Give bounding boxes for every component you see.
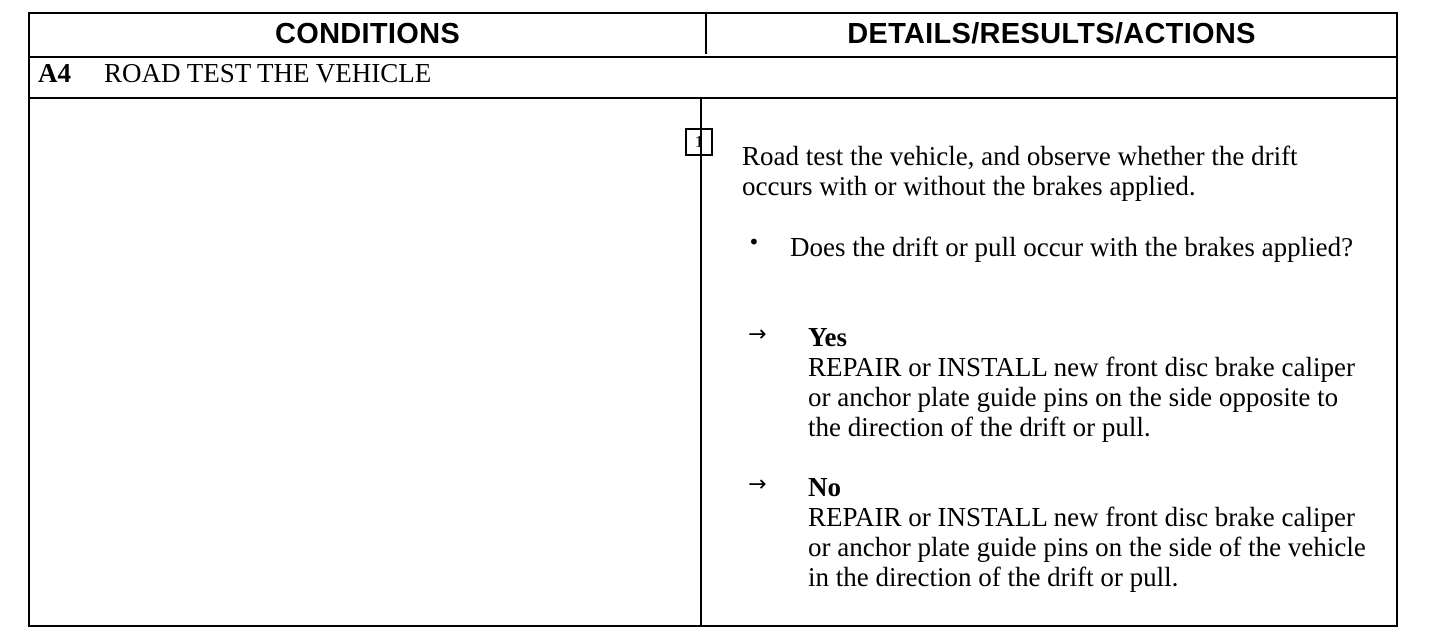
step-id: A4 <box>38 58 71 88</box>
table-header-row: CONDITIONS DETAILS/RESULTS/ACTIONS <box>30 14 1396 58</box>
step-title-row: A4 ROAD TEST THE VEHICLE <box>30 56 1396 99</box>
action-instruction: Road test the vehicle, and observe wheth… <box>742 141 1298 201</box>
column-divider <box>700 99 702 625</box>
action-question: Does the drift or pull occur with the br… <box>790 232 1354 262</box>
answer-yes-text: REPAIR or INSTALL new front disc brake c… <box>808 352 1355 442</box>
answer-no-label: No <box>808 472 841 502</box>
answer-no-text: REPAIR or INSTALL new front disc brake c… <box>808 502 1366 592</box>
arrow-right-icon: → <box>748 322 767 347</box>
answer-no: No REPAIR or INSTALL new front disc brak… <box>808 472 1368 592</box>
diagnostic-table: CONDITIONS DETAILS/RESULTS/ACTIONS A4 RO… <box>28 12 1398 627</box>
answer-yes: Yes REPAIR or INSTALL new front disc bra… <box>808 322 1368 442</box>
details-header: DETAILS/RESULTS/ACTIONS <box>847 17 1256 50</box>
step-title: ROAD TEST THE VEHICLE <box>104 58 432 88</box>
step-number-box: 1 <box>685 128 713 156</box>
arrow-right-icon: → <box>748 472 767 497</box>
conditions-header: CONDITIONS <box>30 14 707 54</box>
bullet-icon: • <box>748 230 760 254</box>
answer-yes-label: Yes <box>808 322 847 352</box>
